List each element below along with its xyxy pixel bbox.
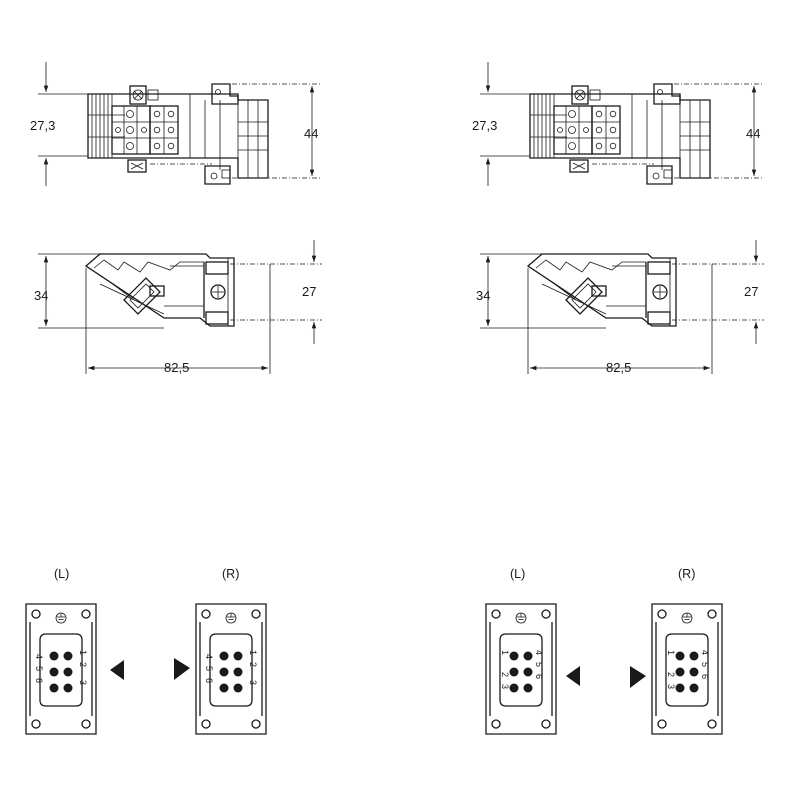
pin-contact-icon <box>219 683 229 693</box>
svg-text:6: 6 <box>204 678 214 683</box>
pin-contact-icon <box>63 667 73 677</box>
pin-contact-icon <box>63 651 73 661</box>
pin-contact-icon <box>523 651 533 661</box>
side-view-right <box>480 240 764 374</box>
face-view-left-1: 4 5 6 1 2 3 <box>25 603 97 735</box>
svg-text:5: 5 <box>534 662 544 667</box>
svg-text:4: 4 <box>34 654 44 659</box>
dim-height-inner-left: 27 <box>302 284 316 299</box>
svg-text:4: 4 <box>534 650 544 655</box>
dim-height-outer-left: 44 <box>304 126 318 141</box>
direction-arrow-icon <box>174 658 190 680</box>
svg-text:2: 2 <box>500 672 510 677</box>
pin-contact-icon <box>675 651 685 661</box>
dim-height-lower-right: 34 <box>476 288 490 303</box>
svg-text:6: 6 <box>34 678 44 683</box>
pin-contact-icon <box>63 683 73 693</box>
pin-contact-icon <box>675 683 685 693</box>
svg-text:5: 5 <box>204 666 214 671</box>
pin-contact-icon <box>523 683 533 693</box>
svg-text:4: 4 <box>700 650 710 655</box>
direction-arrow-icon <box>566 666 580 686</box>
pin-contact-icon <box>49 667 59 677</box>
svg-text:4: 4 <box>204 654 214 659</box>
pin-contact-icon <box>689 667 699 677</box>
pin-contact-icon <box>509 683 519 693</box>
dim-length-left: 82,5 <box>164 360 189 375</box>
direction-arrow-icon <box>630 666 646 688</box>
pin-contact-icon <box>675 667 685 677</box>
svg-text:3: 3 <box>500 684 510 689</box>
pin-contact-icon <box>49 651 59 661</box>
pin-contact-icon <box>509 667 519 677</box>
dim-length-right: 82,5 <box>606 360 631 375</box>
pin-contact-icon <box>219 651 229 661</box>
direction-arrow-icon <box>110 660 124 680</box>
pin-contact-icon <box>523 667 533 677</box>
pin-contact-icon <box>49 683 59 693</box>
face-view-right-1: 4 5 6 1 2 3 <box>195 603 267 735</box>
pin-contact-icon <box>233 667 243 677</box>
svg-text:6: 6 <box>534 674 544 679</box>
top-view-right <box>480 62 762 186</box>
svg-text:3: 3 <box>248 680 258 685</box>
pin-contact-icon <box>509 651 519 661</box>
face-label-left-2: (L) <box>510 567 525 581</box>
svg-text:3: 3 <box>666 684 676 689</box>
face-label-right-2: (R) <box>678 567 695 581</box>
pin-contact-icon <box>689 651 699 661</box>
svg-text:1: 1 <box>666 650 676 655</box>
svg-text:1: 1 <box>248 650 258 655</box>
face-view-left-2: 1 2 3 4 5 6 <box>485 603 557 735</box>
svg-text:5: 5 <box>34 666 44 671</box>
face-label-left-1: (L) <box>54 567 69 581</box>
svg-text:3: 3 <box>78 680 88 685</box>
pin-contact-icon <box>689 683 699 693</box>
svg-text:5: 5 <box>700 662 710 667</box>
svg-text:2: 2 <box>248 662 258 667</box>
svg-text:2: 2 <box>78 662 88 667</box>
dim-height-outer-right: 44 <box>746 126 760 141</box>
face-view-right-2: 1 2 3 4 5 6 <box>651 603 723 735</box>
face-label-right-1: (R) <box>222 567 239 581</box>
pin-contact-icon <box>233 683 243 693</box>
pin-contact-icon <box>219 667 229 677</box>
svg-text:2: 2 <box>666 672 676 677</box>
pin-contact-icon <box>233 651 243 661</box>
side-view-left: 34 27 82,5 <box>34 240 322 375</box>
dim-height-lower-left: 34 <box>34 288 48 303</box>
dim-height-upper-left: 27,3 <box>30 118 55 133</box>
svg-text:1: 1 <box>78 650 88 655</box>
dim-height-upper-right: 27,3 <box>472 118 497 133</box>
svg-text:6: 6 <box>700 674 710 679</box>
svg-text:1: 1 <box>500 650 510 655</box>
dim-height-inner-right: 27 <box>744 284 758 299</box>
top-view-left: 27,3 44 <box>30 62 320 186</box>
